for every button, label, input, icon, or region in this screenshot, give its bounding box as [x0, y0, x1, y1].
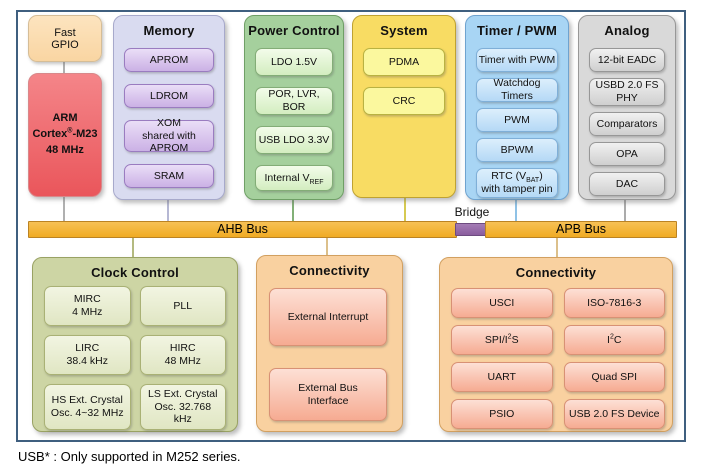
- bridge-bar: [455, 223, 487, 236]
- ahb-bus-label: AHB Bus: [217, 222, 268, 236]
- block-watchdog-timers: Watchdog Timers: [476, 77, 558, 102]
- block-dac: DAC: [589, 172, 665, 196]
- block-usbd-phy: USBD 2.0 FS PHY: [589, 78, 665, 106]
- group-power-title: Power Control: [248, 23, 340, 38]
- group-system: System PDMA CRC: [352, 15, 456, 198]
- group-memory-title: Memory: [143, 23, 195, 38]
- fast-gpio-label: Fast GPIO: [51, 26, 79, 51]
- block-aprom: APROM: [124, 48, 214, 72]
- block-pll: PLL: [139, 286, 226, 326]
- block-hirc: HIRC 48 MHz: [139, 335, 226, 375]
- wire-arm-ahb: [63, 197, 65, 221]
- block-spi-i2s: SPI/I2S: [451, 325, 553, 355]
- block-sram: SRAM: [124, 164, 214, 188]
- block-por-lvr-bor: POR, LVR, BOR: [255, 87, 333, 115]
- wire-system-ahb: [404, 197, 406, 221]
- wire-power-ahb: [292, 198, 294, 221]
- block-quad-spi: Quad SPI: [563, 362, 665, 392]
- wire-apb-connectivity: [556, 238, 558, 257]
- block-iso7816: ISO-7816-3: [563, 288, 665, 318]
- wire-timer-apb: [515, 200, 517, 221]
- block-hs-crystal: HS Ext. Crystal Osc. 4~32 MHz: [44, 384, 131, 430]
- group-timer-pwm: Timer / PWM Timer with PWM Watchdog Time…: [465, 15, 569, 200]
- block-opa: OPA: [589, 142, 665, 166]
- wire-ahb-connectivity: [326, 238, 328, 255]
- block-rtc: RTC (VBAT)with tamper pin: [476, 168, 558, 198]
- block-ldo-1v5: LDO 1.5V: [255, 48, 333, 76]
- block-comparators: Comparators: [589, 112, 665, 136]
- block-usb-fs-device: USB 2.0 FS Device: [563, 399, 665, 429]
- block-fast-gpio: Fast GPIO: [28, 15, 102, 62]
- group-analog-title: Analog: [604, 23, 650, 38]
- bridge-label: Bridge: [454, 205, 490, 219]
- group-clock-title: Clock Control: [91, 265, 179, 280]
- block-i2c: I2C: [563, 325, 665, 355]
- apb-bus-label: APB Bus: [555, 222, 607, 236]
- apb-bus-bar: APB Bus: [485, 221, 677, 238]
- block-usci: USCI: [451, 288, 553, 318]
- group-timer-title: Timer / PWM: [477, 23, 557, 38]
- group-connectivity-ahb: Connectivity External Interrupt External…: [256, 255, 403, 432]
- group-connectivity-apb-title: Connectivity: [515, 265, 597, 280]
- block-crc: CRC: [363, 87, 445, 115]
- block-lirc: LIRC 38.4 kHz: [44, 335, 131, 375]
- wire-memory-ahb: [167, 200, 169, 221]
- block-usb-ldo: USB LDO 3.3V: [255, 126, 333, 154]
- block-timer-with-pwm: Timer with PWM: [476, 48, 558, 72]
- group-connectivity-apb: Connectivity USCI ISO-7816-3 SPI/I2S I2C…: [439, 257, 673, 432]
- block-xom: XOM shared with APROM: [124, 117, 214, 154]
- block-ls-crystal: LS Ext. Crystal Osc. 32.768 kHz: [139, 384, 226, 430]
- wire-analog-apb: [624, 200, 626, 221]
- block-external-bus-interface: External Bus Interface: [269, 368, 387, 421]
- wire-fastgpio-arm: [63, 62, 65, 73]
- block-bpwm: BPWM: [476, 138, 558, 162]
- group-clock-control: Clock Control MIRC 4 MHz PLL LIRC 38.4 k…: [32, 257, 238, 432]
- block-ldrom: LDROM: [124, 84, 214, 108]
- block-external-interrupt: External Interrupt: [269, 288, 387, 346]
- group-system-title: System: [380, 23, 428, 38]
- ahb-bus-bar: AHB Bus: [28, 221, 457, 238]
- wire-ahb-clock: [132, 238, 134, 257]
- group-power-control: Power Control LDO 1.5V POR, LVR, BOR USB…: [244, 15, 344, 200]
- block-arm-core: ARM Cortex®-M23 48 MHz: [28, 73, 102, 197]
- block-pdma: PDMA: [363, 48, 445, 76]
- block-internal-vref: Internal VREF: [255, 165, 333, 191]
- group-analog: Analog 12-bit EADC USBD 2.0 FS PHY Compa…: [578, 15, 676, 200]
- block-eadc: 12-bit EADC: [589, 48, 665, 72]
- arm-core-label: ARM Cortex®-M23 48 MHz: [32, 112, 98, 156]
- group-connectivity-ahb-title: Connectivity: [289, 263, 370, 278]
- footnote-usb-note: USB* : Only supported in M252 series.: [18, 449, 241, 464]
- block-psio: PSIO: [451, 399, 553, 429]
- group-memory: Memory APROM LDROM XOM shared with APROM…: [113, 15, 225, 200]
- block-pwm: PWM: [476, 108, 558, 132]
- block-uart: UART: [451, 362, 553, 392]
- block-mirc: MIRC 4 MHz: [44, 286, 131, 326]
